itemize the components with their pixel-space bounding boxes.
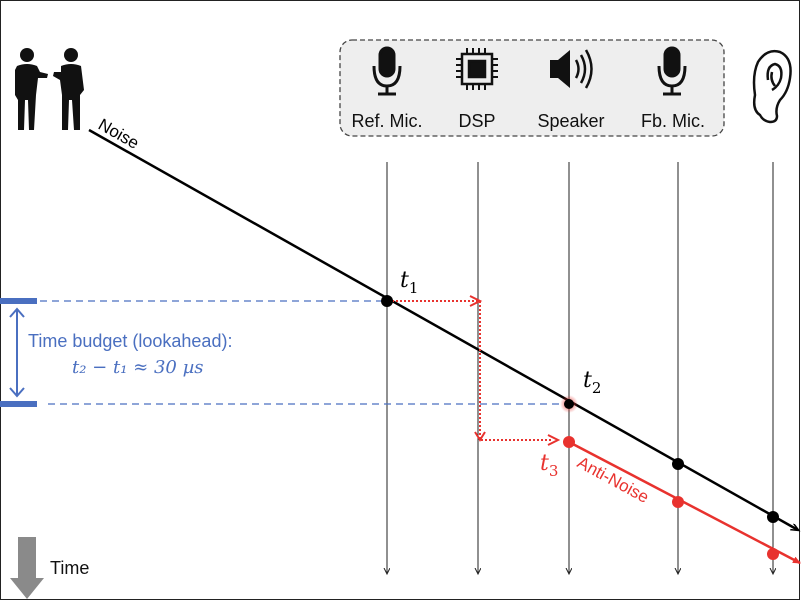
point-t3	[563, 436, 575, 448]
budget-marker-top	[0, 298, 37, 304]
t3-label: t3	[540, 451, 558, 480]
t3-letter: t	[540, 451, 549, 476]
noise-line	[88, 128, 798, 530]
point-ear-noise	[767, 511, 779, 523]
talking-people-icon	[15, 48, 84, 130]
device-panel	[339, 39, 725, 137]
t1-label: t1	[400, 268, 418, 297]
point-t2	[564, 399, 574, 409]
dsp-arrow-head-1	[469, 295, 483, 307]
microphone-icon	[372, 46, 402, 96]
speaker-icon	[550, 49, 593, 89]
dsp-processing-path	[392, 300, 553, 441]
point-fb-mic-anti-noise	[672, 496, 684, 508]
budget-double-arrow	[9, 307, 25, 398]
dsp-arrow-head-3	[547, 434, 561, 446]
chip-icon	[456, 48, 498, 90]
point-fb-mic-noise	[672, 458, 684, 470]
budget-marker-bottom	[0, 401, 37, 407]
t1-letter: t	[400, 268, 409, 293]
device-label-speaker: Speaker	[537, 111, 604, 131]
time-axis-label: Time	[50, 558, 89, 578]
time-budget-equation: t₂ − t₁ ≈ 30 µs	[72, 357, 204, 378]
dsp-arrow-head-2	[474, 431, 486, 442]
point-ear-anti-noise	[767, 548, 779, 560]
t2-letter: t	[583, 368, 592, 393]
t2-subscript: 2	[592, 379, 602, 397]
point-t1	[381, 295, 393, 307]
anti-noise-line	[568, 440, 801, 565]
time-arrow-icon	[10, 537, 44, 599]
device-label-dsp: DSP	[458, 111, 495, 131]
device-label-ref-mic: Ref. Mic.	[351, 111, 422, 131]
ear-icon	[752, 49, 792, 124]
t1-subscript: 1	[409, 279, 419, 297]
device-label-fb-mic: Fb. Mic.	[641, 111, 705, 131]
time-budget-label: Time budget (lookahead):	[28, 331, 232, 351]
t3-subscript: 3	[549, 462, 559, 480]
microphone-icon	[657, 46, 687, 96]
device-timelines	[387, 162, 773, 574]
t2-label: t2	[583, 368, 601, 397]
